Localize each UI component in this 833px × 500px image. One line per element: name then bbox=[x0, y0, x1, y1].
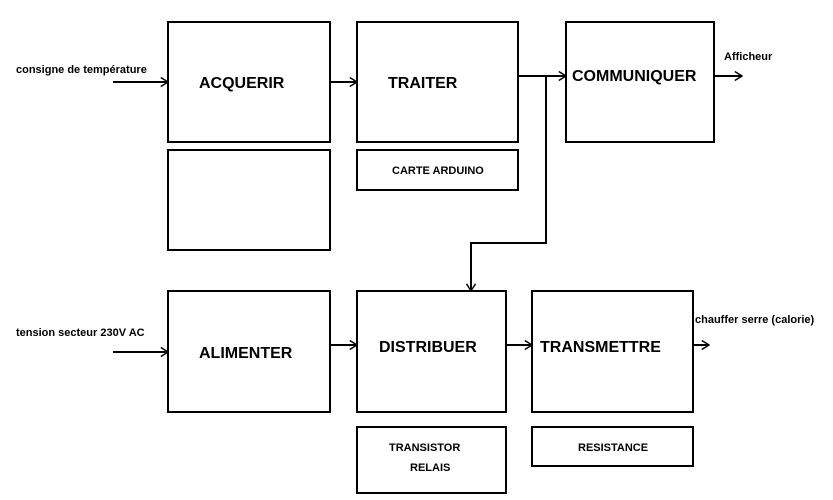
acquire-block bbox=[167, 21, 331, 143]
distribute-label: DISTRIBUER bbox=[379, 339, 477, 356]
communicate-block bbox=[565, 21, 715, 143]
acquire-component-block bbox=[167, 149, 331, 251]
resistance-block bbox=[531, 426, 694, 467]
transistor-label: TRANSISTOR bbox=[389, 442, 460, 454]
transistor-relay-block bbox=[356, 426, 507, 494]
distribute-block bbox=[356, 290, 507, 413]
transmit-block bbox=[531, 290, 694, 413]
mains-voltage-label: tension secteur 230V AC bbox=[16, 327, 145, 339]
power-label: ALIMENTER bbox=[199, 345, 293, 362]
relay-label: RELAIS bbox=[410, 462, 450, 474]
process-label: TRAITER bbox=[388, 75, 458, 92]
arduino-block bbox=[356, 149, 519, 191]
process-to-distribute-arrow bbox=[471, 76, 547, 291]
resistance-label: RESISTANCE bbox=[578, 442, 648, 454]
communicate-label: COMMUNIQUER bbox=[572, 68, 697, 85]
temperature-setpoint-label: consigne de température bbox=[16, 64, 147, 76]
process-block bbox=[356, 21, 519, 143]
transmit-label: TRANSMETTRE bbox=[540, 339, 661, 356]
arduino-label: CARTE ARDUINO bbox=[392, 165, 484, 177]
power-block bbox=[167, 290, 331, 413]
display-output-label: Afficheur bbox=[724, 51, 773, 63]
heating-output-label: chauffer serre (calorie) bbox=[695, 314, 815, 326]
acquire-label: ACQUERIR bbox=[199, 75, 285, 92]
